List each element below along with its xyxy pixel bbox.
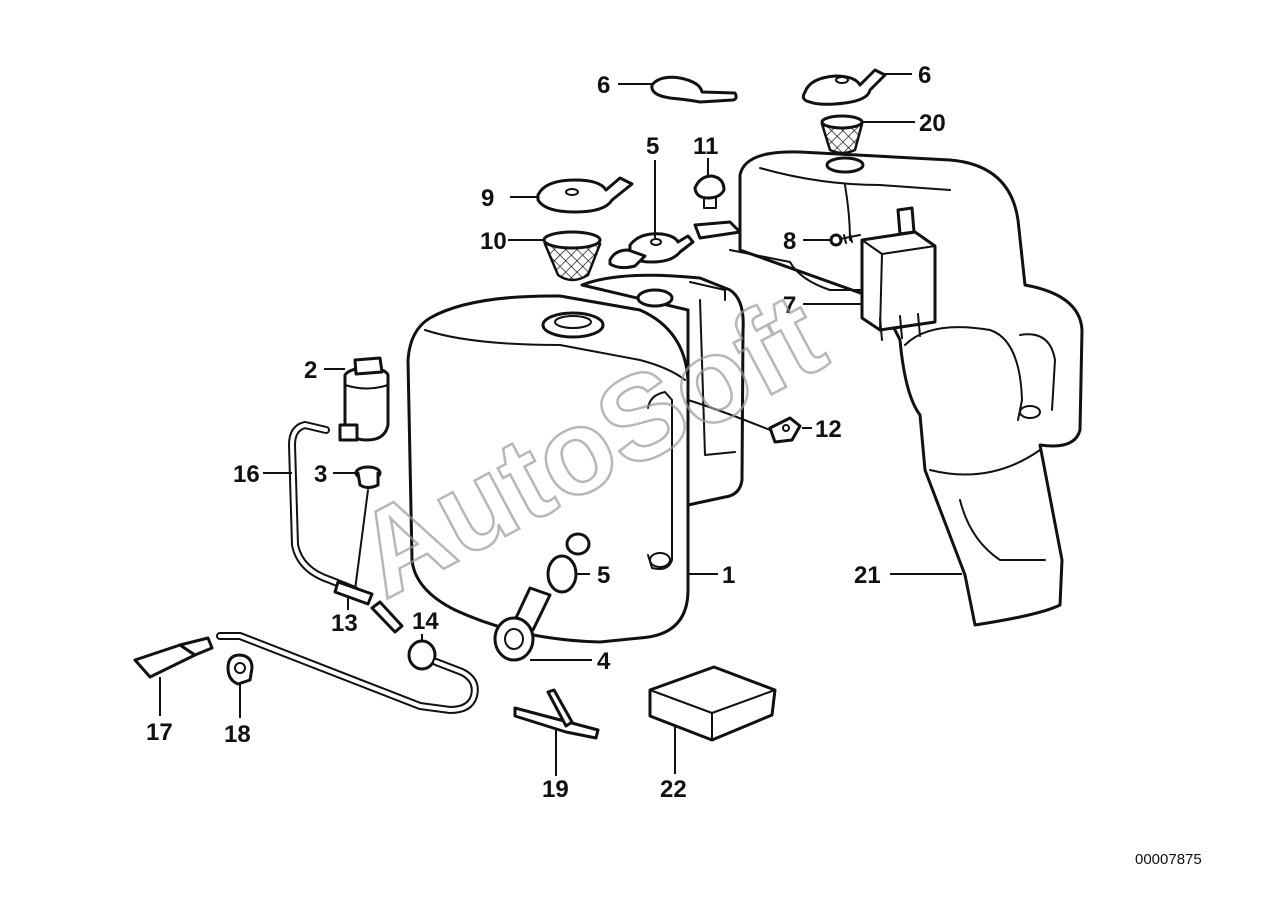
callout-3: 3 <box>314 461 327 488</box>
callout-8: 7 <box>783 292 796 319</box>
plug-part-13 <box>693 174 742 240</box>
callout-20: 21 <box>854 562 881 589</box>
callout-5-label: 5 <box>597 562 610 589</box>
pump-part-2 <box>338 356 390 442</box>
block-part-22 <box>648 665 777 742</box>
reference-code: 00007875 <box>1135 851 1202 868</box>
callout-6-middle: 5 <box>646 133 659 160</box>
rear-reservoir-part-20 <box>738 150 1084 627</box>
valve-part-15 <box>216 600 479 714</box>
callout-labels: 6 6 20 5 11 9 10 8 7 12 2 3 16 13 14 1 5… <box>146 62 946 803</box>
hose-part-16 <box>288 421 369 594</box>
leader-lines <box>159 73 962 776</box>
callout-1: 1 <box>722 562 735 589</box>
cap-part-6-middle <box>608 232 695 270</box>
callout-13: 11 <box>693 133 718 160</box>
main-tank-part-1 <box>406 273 745 644</box>
callout-22: 22 <box>660 776 687 803</box>
grommet-part-3 <box>354 465 382 489</box>
connector-part-14 <box>333 580 374 606</box>
callout-6-top: 6 <box>918 62 931 89</box>
callout-17: 17 <box>146 719 173 746</box>
strainer-part-21 <box>820 114 865 174</box>
callout-18: 18 <box>224 721 251 748</box>
callout-10: 12 <box>815 416 842 443</box>
clip-part-10 <box>687 399 802 444</box>
clip-part-18 <box>226 653 254 686</box>
callout-12: 10 <box>480 228 507 255</box>
control-unit-part-8 <box>729 206 937 341</box>
callout-16: 16 <box>233 461 260 488</box>
y-connector-part-19 <box>513 688 600 740</box>
nozzle-part-17 <box>133 636 214 679</box>
callout-4: 4 <box>597 648 611 675</box>
callout-21: 20 <box>919 110 946 137</box>
callout-2: 2 <box>304 357 317 384</box>
strainer-part-12 <box>542 230 602 282</box>
callout-9: 8 <box>783 228 796 255</box>
cap-part-11 <box>536 176 634 214</box>
callout-15: 14 <box>412 608 439 635</box>
callout-7: 6 <box>597 72 610 99</box>
callout-14: 13 <box>331 610 358 637</box>
cap-part-6-top <box>801 68 887 106</box>
callout-19: 19 <box>542 776 569 803</box>
cap-part-7 <box>650 75 738 104</box>
level-sensor-part-4 <box>493 586 552 662</box>
callout-11: 9 <box>481 185 494 212</box>
